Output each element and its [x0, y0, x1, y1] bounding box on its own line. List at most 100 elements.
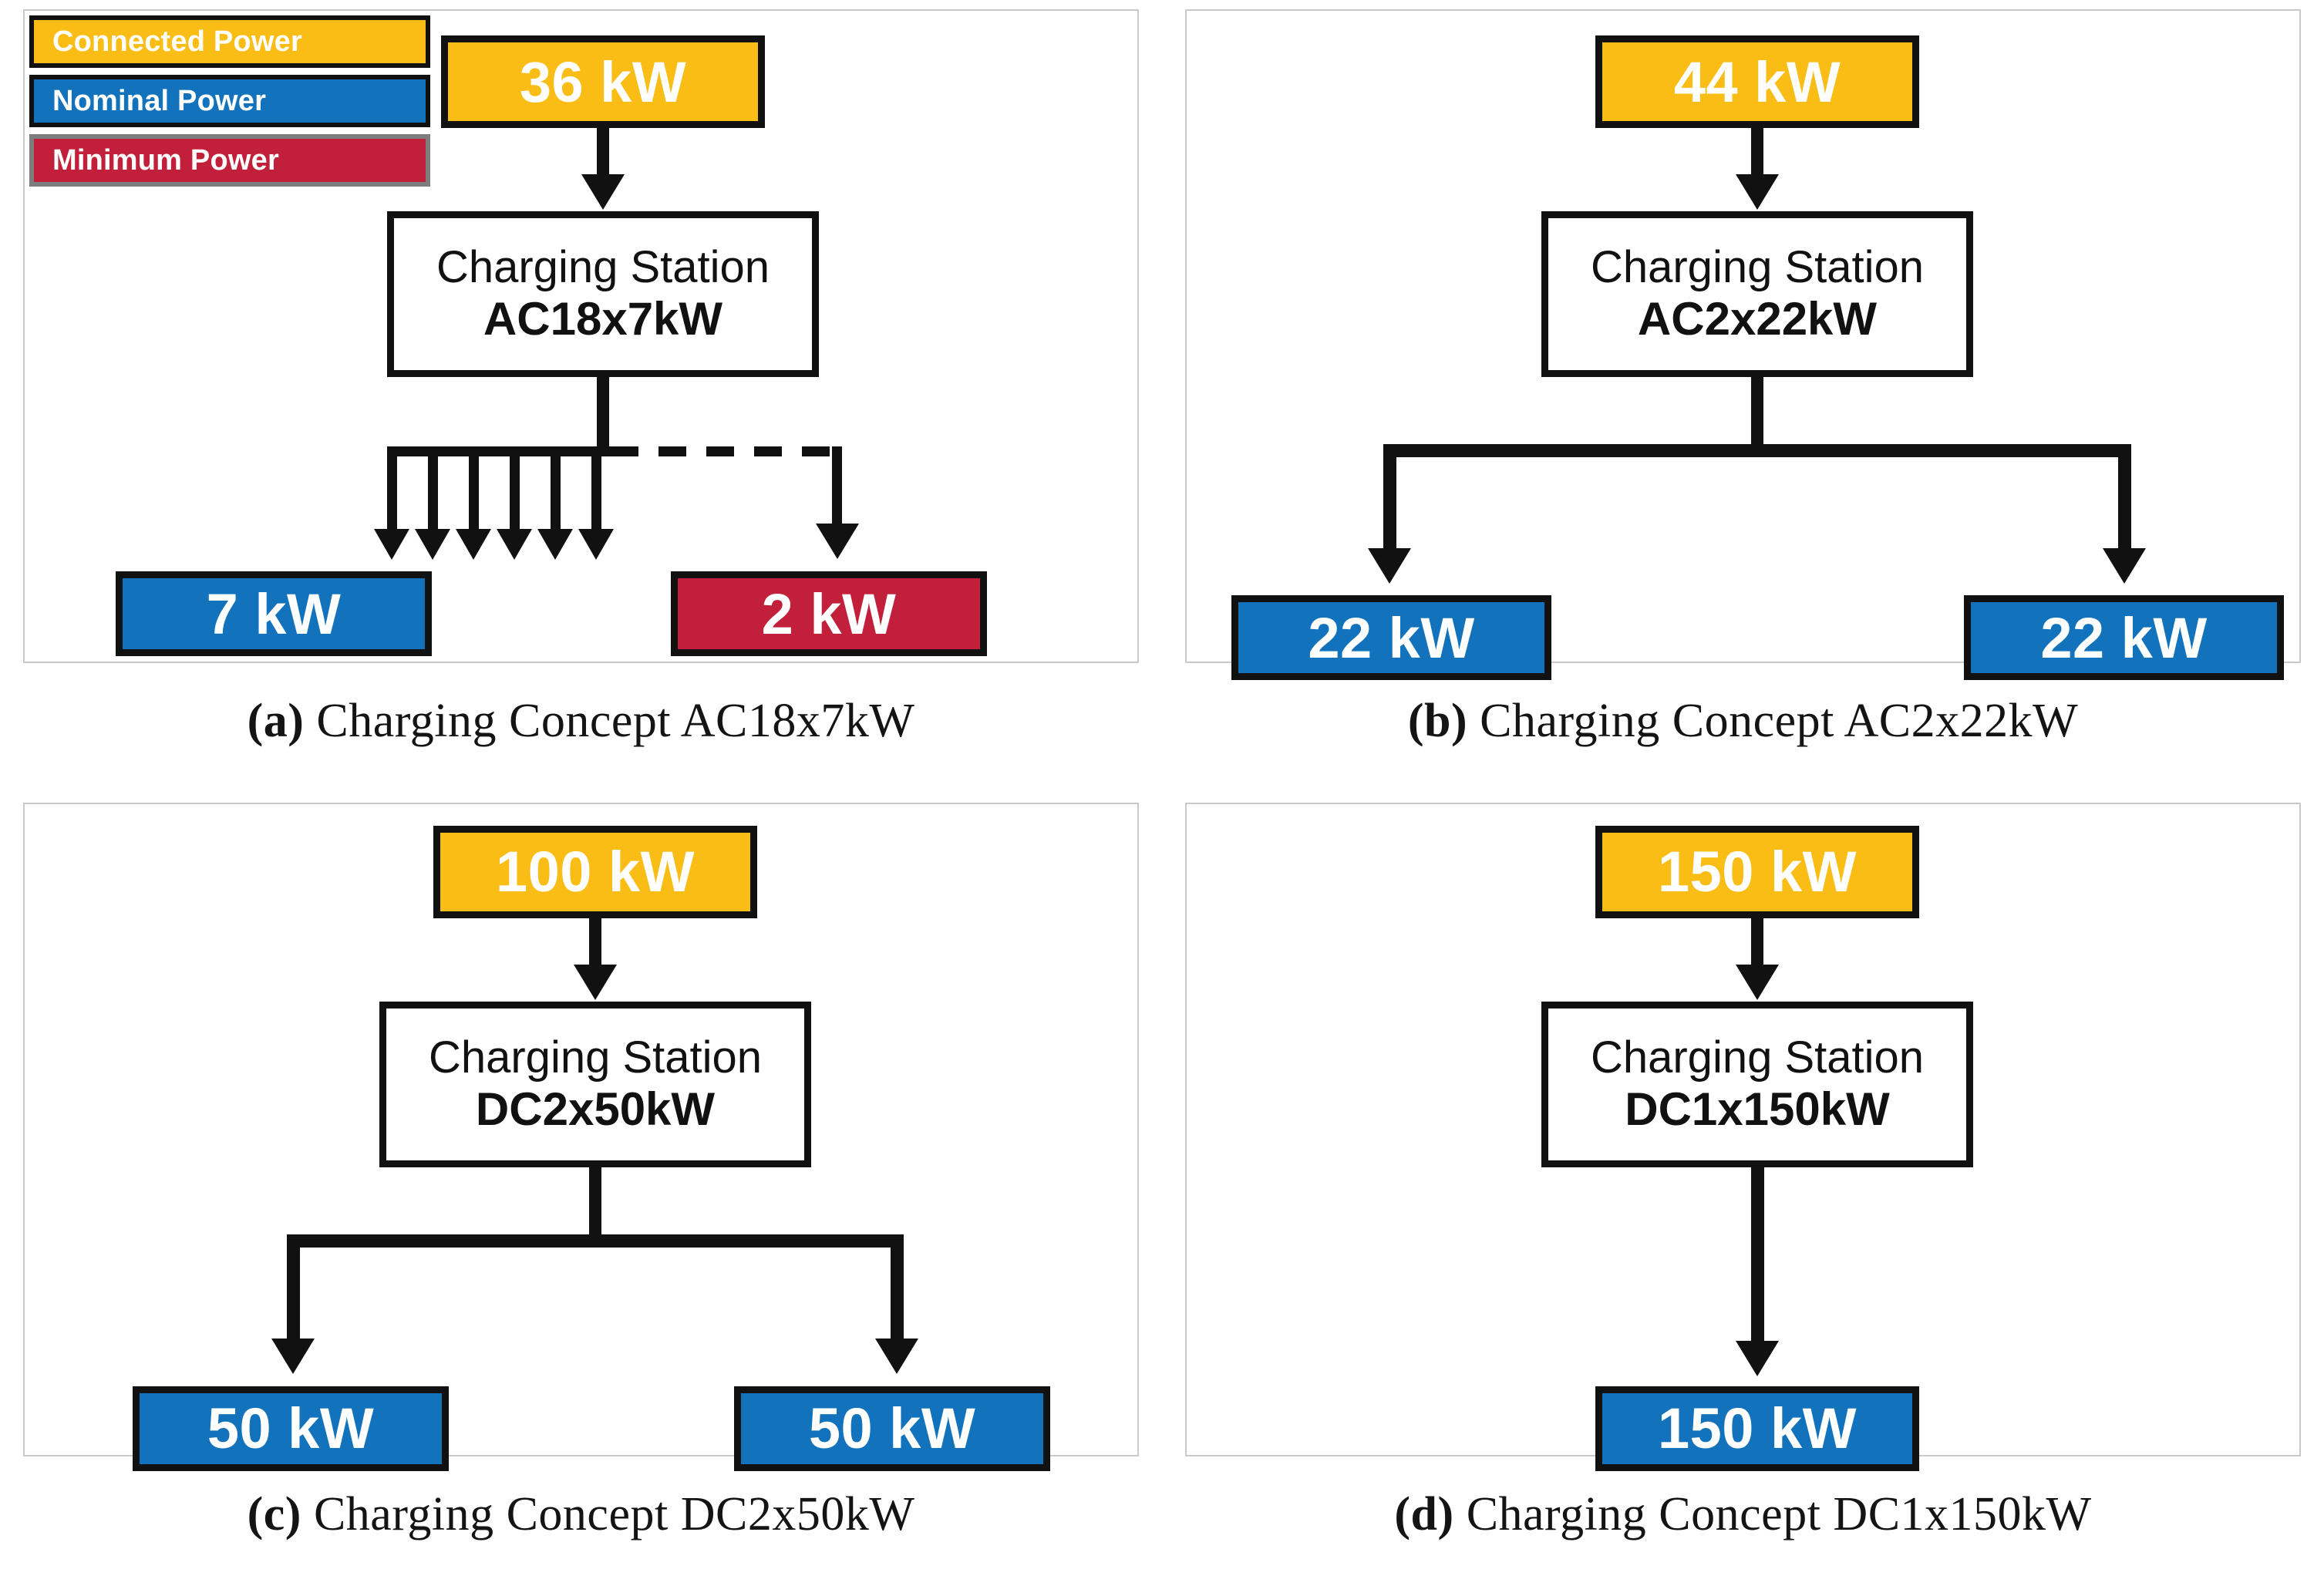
arrowhead-a-5: [537, 529, 573, 560]
caption-letter-a: (a): [247, 695, 305, 747]
drop-line-b-2: [2118, 444, 2131, 552]
panel-b: 44 kW Charging Station AC2x22kW 22 kW 22…: [1185, 9, 2301, 680]
arrowhead-a-2: [415, 529, 450, 560]
drop-line-a-6: [591, 446, 601, 533]
connected-power-box-b: 44 kW: [1595, 35, 1919, 128]
drop-line-a-5: [551, 446, 561, 533]
legend-label-nominal-power: Nominal Power: [52, 84, 267, 117]
bus-right-rail-a: [832, 446, 842, 527]
nominal-power-box-a: 7 kW: [116, 571, 432, 656]
nominal-power-box-d: 150 kW: [1595, 1386, 1919, 1471]
caption-letter-b: (b): [1407, 695, 1468, 747]
figure-cell-b: 44 kW Charging Station AC2x22kW 22 kW 22…: [1162, 0, 2324, 793]
arrowhead-input-station-d: [1736, 964, 1779, 1000]
nominal-power-value-c-2: 50 kW: [808, 1396, 976, 1460]
connected-power-box-c: 100 kW: [433, 825, 757, 918]
connector-station-bus-a: [597, 377, 609, 450]
panel-c: 100 kW Charging Station DC2x50kW 50 kW 5…: [23, 802, 1139, 1471]
connector-input-station-a: [597, 128, 609, 178]
arrowhead-a-min: [816, 524, 859, 559]
arrowhead-a-3: [456, 529, 491, 560]
caption-text-c: Charging Concept DC2x50kW: [301, 1487, 915, 1541]
arrowhead-d-1: [1736, 1340, 1779, 1376]
drop-line-c-1: [287, 1234, 300, 1342]
legend-label-connected-power: Connected Power: [52, 25, 302, 58]
nominal-power-value-d: 150 kW: [1657, 1396, 1858, 1460]
figure-cell-a: Connected Power Nominal Power Minimum Po…: [0, 0, 1162, 793]
connector-input-station-c: [589, 918, 601, 968]
caption-letter-c: (c): [247, 1487, 301, 1541]
charging-station-box-a: Charging Station AC18x7kW: [387, 211, 819, 377]
nominal-power-box-c-1: 50 kW: [133, 1386, 449, 1471]
caption-text-b: Charging Concept AC2x22kW: [1467, 695, 2079, 747]
drop-line-c-2: [891, 1234, 904, 1342]
connector-station-bus-c: [589, 1167, 601, 1241]
arrowhead-input-station-a: [581, 174, 625, 210]
bus-right-dashed-a: [611, 446, 842, 456]
nominal-power-box-b-1: 22 kW: [1231, 595, 1551, 680]
charging-station-box-c: Charging Station DC2x50kW: [379, 1001, 811, 1167]
drop-line-a-4: [510, 446, 520, 533]
bus-c: [287, 1234, 904, 1248]
arrowhead-c-2: [875, 1338, 918, 1374]
connected-power-box-d: 150 kW: [1595, 825, 1919, 918]
figure-cell-d: 150 kW Charging Station DC1x150kW 150 kW…: [1162, 793, 2324, 1586]
legend-label-minimum-power: Minimum Power: [52, 143, 279, 177]
charging-station-model-a: AC18x7kW: [483, 293, 723, 345]
caption-text-d: Charging Concept DC1x150kW: [1453, 1487, 2092, 1541]
nominal-power-value-c-1: 50 kW: [207, 1396, 375, 1460]
caption-text-a: Charging Concept AC18x7kW: [304, 695, 915, 747]
legend-item-connected-power: Connected Power: [29, 15, 430, 68]
bus-left-a: [387, 446, 611, 456]
charging-station-box-b: Charging Station AC2x22kW: [1541, 211, 1973, 377]
arrowhead-a-6: [578, 529, 614, 560]
nominal-power-value-b-1: 22 kW: [1308, 605, 1475, 670]
nominal-power-box-b-2: 22 kW: [1964, 595, 2284, 680]
charging-station-model-c: DC2x50kW: [475, 1083, 716, 1135]
caption-d: (d) Charging Concept DC1x150kW: [1162, 1487, 2324, 1542]
nominal-power-box-c-2: 50 kW: [734, 1386, 1050, 1471]
arrowhead-a-4: [497, 529, 532, 560]
caption-b: (b) Charging Concept AC2x22kW: [1162, 694, 2324, 749]
nominal-power-value-a: 7 kW: [206, 581, 342, 646]
charging-station-model-b: AC2x22kW: [1637, 293, 1878, 345]
charging-station-title-a: Charging Station: [436, 242, 770, 293]
minimum-power-box-a: 2 kW: [671, 571, 987, 656]
connected-power-value-d: 150 kW: [1657, 840, 1858, 904]
arrowhead-b-2: [2103, 548, 2146, 584]
connector-input-station-d: [1751, 918, 1763, 968]
connected-power-value-c: 100 kW: [495, 840, 696, 904]
drop-line-a-1: [387, 446, 397, 533]
panel-d: 150 kW Charging Station DC1x150kW 150 kW: [1185, 802, 2301, 1471]
caption-c: (c) Charging Concept DC2x50kW: [0, 1487, 1162, 1542]
connected-power-box-a: 36 kW: [441, 35, 765, 128]
drop-line-b-1: [1383, 444, 1396, 552]
minimum-power-value-a: 2 kW: [761, 581, 897, 646]
arrowhead-c-1: [271, 1338, 315, 1374]
charging-station-title-b: Charging Station: [1590, 242, 1925, 293]
charging-station-title-d: Charging Station: [1590, 1032, 1925, 1083]
drop-line-a-3: [469, 446, 479, 533]
figure-cell-c: 100 kW Charging Station DC2x50kW 50 kW 5…: [0, 793, 1162, 1586]
arrowhead-b-1: [1368, 548, 1411, 584]
charging-station-title-c: Charging Station: [428, 1032, 763, 1083]
legend-item-minimum-power: Minimum Power: [29, 134, 430, 187]
connected-power-value-b: 44 kW: [1673, 49, 1841, 114]
legend-item-nominal-power: Nominal Power: [29, 75, 430, 127]
charging-station-box-d: Charging Station DC1x150kW: [1541, 1001, 1973, 1167]
panel-a: Connected Power Nominal Power Minimum Po…: [23, 9, 1139, 663]
caption-a: (a) Charging Concept AC18x7kW: [0, 694, 1162, 749]
charging-station-model-d: DC1x150kW: [1625, 1083, 1890, 1135]
arrowhead-input-station-c: [574, 964, 617, 1000]
nominal-power-value-b-2: 22 kW: [2040, 605, 2208, 670]
caption-letter-d: (d): [1394, 1487, 1454, 1541]
arrowhead-input-station-b: [1736, 174, 1779, 210]
legend: Connected Power Nominal Power Minimum Po…: [29, 15, 430, 194]
connector-station-bus-b: [1751, 377, 1763, 450]
connector-input-station-b: [1751, 128, 1763, 178]
connector-station-output-d: [1751, 1167, 1764, 1345]
arrowhead-a-1: [374, 529, 409, 560]
drop-line-a-2: [428, 446, 438, 533]
connected-power-value-a: 36 kW: [519, 49, 687, 114]
